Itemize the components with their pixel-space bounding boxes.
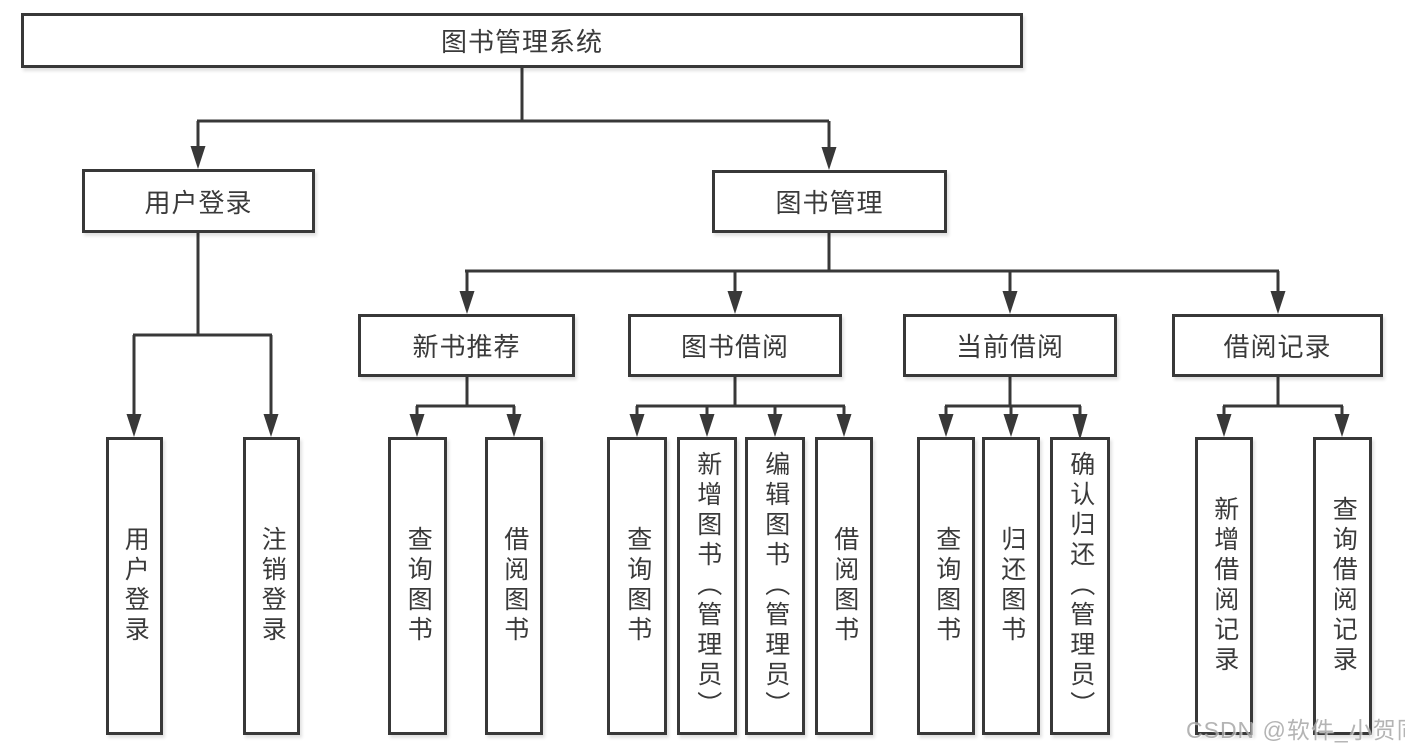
arrow-down-icon [126,414,142,437]
leaf-label: 用户登录 [121,526,150,646]
leaf-return-books: 归还图书 [982,437,1040,735]
leaf-query-books-borrow: 查询图书 [607,437,667,735]
arrow-down-icon [1002,291,1018,314]
leaf-label: 新增图书（管理员） [693,451,722,721]
leaf-logout-login: 注销登录 [243,437,300,735]
arrow-down-icon [1072,414,1088,440]
node-label: 借阅记录 [1223,332,1332,362]
leaf-label: 借阅图书 [500,526,529,646]
connector-borrow-branch [629,377,852,437]
leaf-borrow-books: 借阅图书 [815,437,873,735]
leaf-query-borrow-record: 查询借阅记录 [1313,437,1372,735]
arrow-down-icon [1270,291,1286,314]
connector-user-login-branch [126,233,279,437]
arrow-down-icon [409,414,425,437]
arrow-down-icon [263,414,279,437]
node-library-management-system: 图书管理系统 [21,13,1023,68]
arrow-down-icon [459,291,475,314]
node-current-borrowing: 当前借阅 [903,314,1117,377]
arrow-down-icon [190,146,206,169]
arrow-down-icon [1216,414,1232,437]
node-book-management: 图书管理 [712,170,947,233]
connector-new-books-branch [409,377,522,437]
leaf-label: 查询图书 [932,526,961,646]
arrow-down-icon [938,414,954,437]
leaf-label: 查询借阅记录 [1329,496,1358,676]
leaf-label: 归还图书 [997,526,1026,646]
leaf-label: 新增借阅记录 [1210,496,1239,676]
leaf-label: 注销登录 [258,526,287,646]
leaf-edit-books-admin: 编辑图书（管理员） [745,437,805,735]
arrow-down-icon [767,414,783,437]
node-new-book-recommendation: 新书推荐 [358,314,575,377]
node-borrowing-records: 借阅记录 [1172,314,1383,377]
node-label: 图书借阅 [680,332,789,362]
leaf-borrow-books-recommend: 借阅图书 [485,437,543,735]
arrow-down-icon [836,414,852,437]
leaf-label: 查询图书 [404,526,433,646]
leaf-user-login: 用户登录 [106,437,163,735]
leaf-add-books-admin: 新增图书（管理员） [677,437,737,735]
leaf-add-borrow-record: 新增借阅记录 [1195,437,1253,735]
node-label: 新书推荐 [412,332,521,362]
connector-book-mgmt-to-level3 [459,233,1286,314]
arrow-down-icon [629,414,645,437]
arrow-down-icon [727,291,743,314]
connector-records-branch [1216,377,1350,437]
arrow-down-icon [699,414,715,437]
node-label: 图书管理系统 [440,27,603,57]
node-label: 图书管理 [775,188,884,218]
leaf-confirm-return-admin: 确认归还（管理员） [1050,437,1110,735]
leaf-query-books-current: 查询图书 [917,437,975,735]
leaf-label: 查询图书 [623,526,652,646]
node-book-borrowing: 图书借阅 [628,314,842,377]
connector-current-branch [938,377,1088,440]
connector-root-to-level2 [190,68,837,170]
node-label: 用户登录 [144,187,253,218]
arrow-down-icon [821,147,837,170]
arrow-down-icon [1334,414,1350,437]
csdn-watermark: CSDN @软件_小贺同学 [1186,717,1405,743]
leaf-label: 编辑图书（管理员） [761,451,790,721]
arrow-down-icon [1003,414,1019,437]
leaf-query-books-recommend: 查询图书 [388,437,447,735]
leaf-label: 借阅图书 [830,526,859,646]
node-user-login: 用户登录 [82,169,315,233]
leaf-label: 确认归还（管理员） [1066,451,1095,721]
node-label: 当前借阅 [955,332,1064,362]
arrow-down-icon [506,414,522,437]
